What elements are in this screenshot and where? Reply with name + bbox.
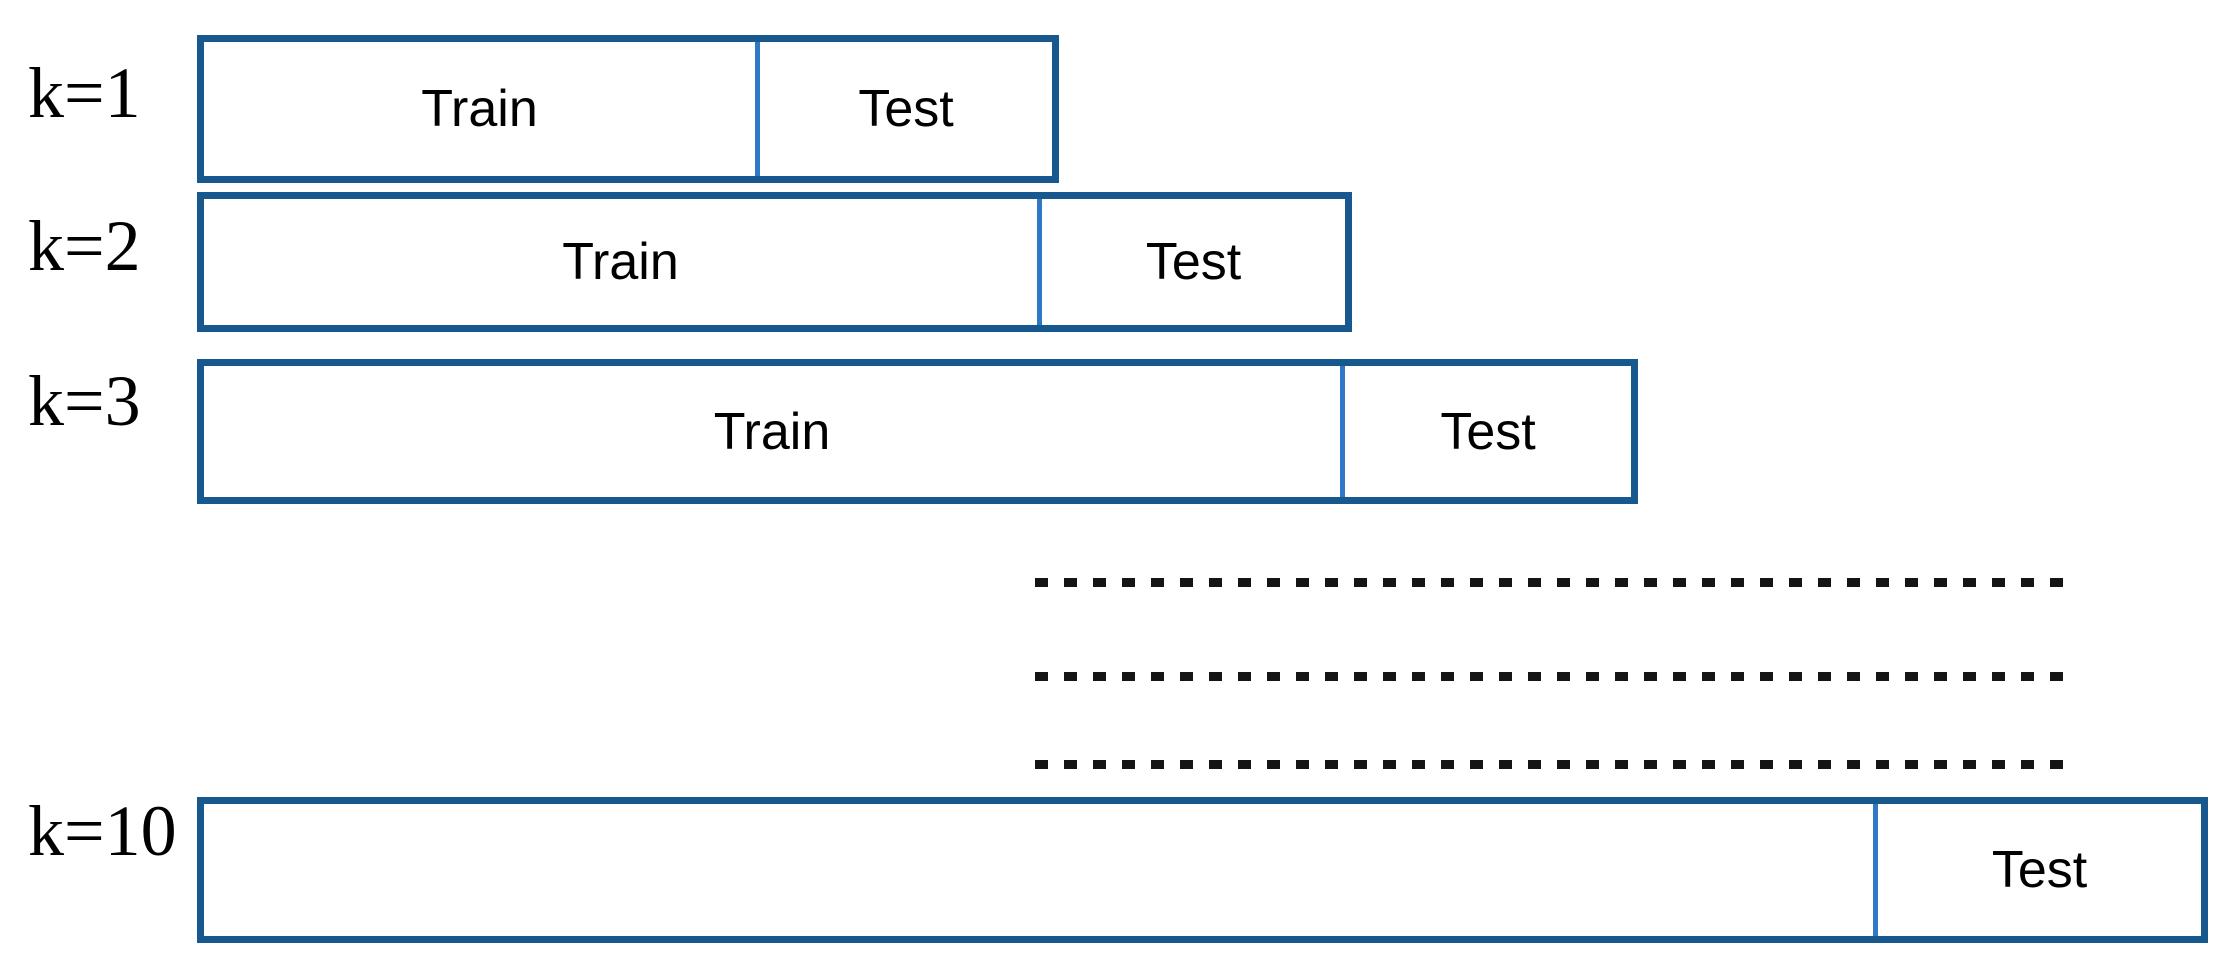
fold-label-k1: k=1 bbox=[28, 53, 141, 133]
fold-row-k10: Test bbox=[197, 797, 2208, 943]
test-cell-k1: Test bbox=[760, 42, 1052, 176]
fold-row-k1: Train Test bbox=[197, 35, 1059, 183]
test-cell-label: Test bbox=[1991, 841, 2088, 899]
continuation-dotted-line bbox=[1035, 672, 2065, 681]
train-cell-k2: Train bbox=[204, 199, 1042, 325]
fold-label-k10: k=10 bbox=[28, 791, 177, 871]
continuation-dotted-line bbox=[1035, 760, 2065, 769]
fold-label-k2: k=2 bbox=[28, 206, 141, 286]
train-cell-k1: Train bbox=[204, 42, 760, 176]
train-cell-label: Train bbox=[421, 80, 538, 138]
fold-row-k3: Train Test bbox=[197, 359, 1638, 504]
test-cell-label: Test bbox=[858, 80, 954, 138]
test-cell-k2: Test bbox=[1042, 199, 1345, 325]
test-cell-label: Test bbox=[1440, 402, 1536, 461]
continuation-dotted-line bbox=[1035, 578, 2065, 587]
fold-row-k2: Train Test bbox=[197, 192, 1352, 332]
fold-label-k3: k=3 bbox=[28, 361, 141, 441]
test-cell-label: Test bbox=[1145, 233, 1242, 291]
train-cell-k10 bbox=[204, 804, 1878, 936]
test-cell-k10: Test bbox=[1878, 804, 2201, 936]
test-cell-k3: Test bbox=[1345, 366, 1631, 497]
train-cell-label: Train bbox=[713, 402, 831, 461]
train-cell-label: Train bbox=[562, 233, 679, 291]
train-cell-k3: Train bbox=[204, 366, 1345, 497]
